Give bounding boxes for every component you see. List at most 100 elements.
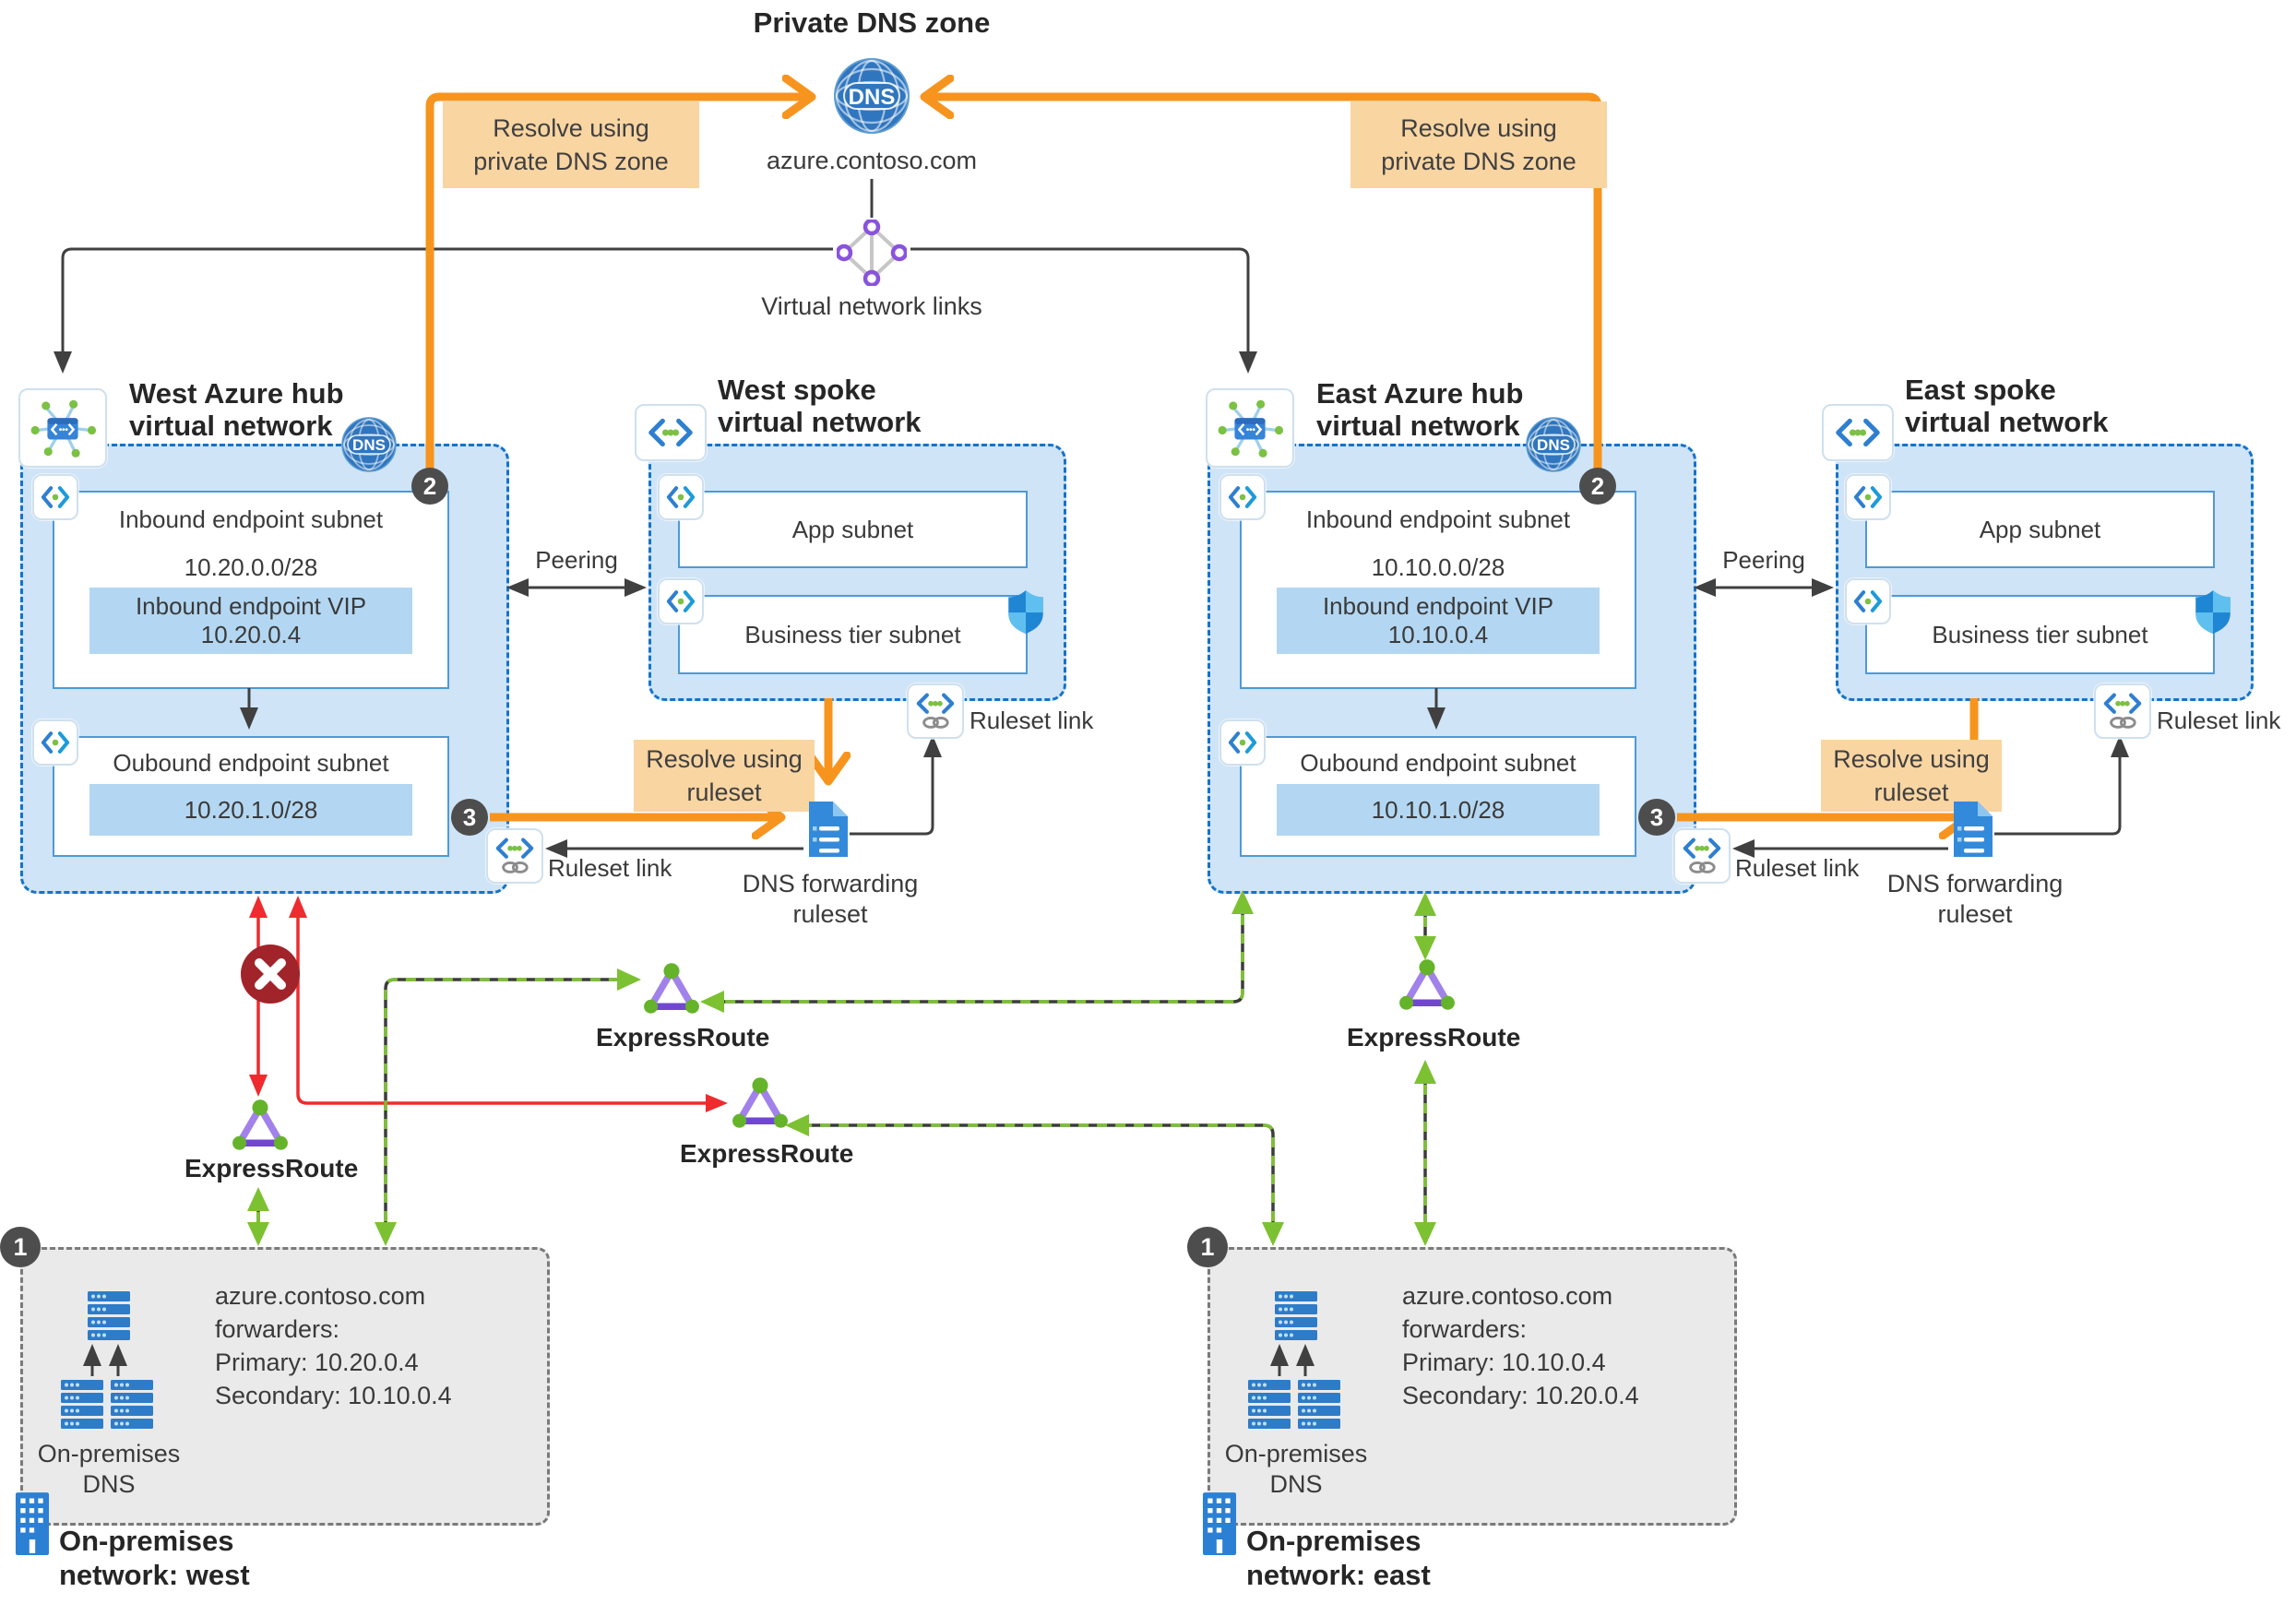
east-outbound-subnet-icon (1219, 719, 1266, 766)
east-hub-title: East Azure hub virtual network (1316, 377, 1524, 442)
east-expressroute-icon (1399, 959, 1455, 1010)
virtual-network-links-label: Virtual network links (761, 292, 982, 320)
green-onpremwest-to-mid-expressroute (375, 968, 641, 1246)
zone-domain-label: azure.contoso.com (766, 147, 978, 174)
west-inbound-cidr: 10.20.0.0/28 (184, 553, 318, 581)
mid-expressroute2-icon (732, 1077, 788, 1128)
east-step1-badge: 1 (1187, 1227, 1228, 1267)
private-dns-zone-title: Private DNS zone (753, 6, 991, 39)
west-dns-server-right-icon (111, 1380, 153, 1429)
east-hub-vnet-icon (1206, 388, 1294, 468)
west-building-icon (15, 1492, 50, 1555)
east-spoke-vnet-icon (1822, 404, 1894, 461)
east-inbound-vip-box: Inbound endpoint VIP 10.10.0.4 (1277, 588, 1600, 654)
west-dns-forwarding-ruleset-label: DNS forwarding ruleset (742, 870, 919, 928)
east-peering-label: Peering (1722, 546, 1805, 574)
virtual-network-links-icon (837, 220, 907, 286)
west-resolve-ruleset-label: Resolve using ruleset (634, 740, 815, 812)
mid-expressroute-label: ExpressRoute (596, 1023, 770, 1052)
west-vip-label: Inbound endpoint VIP (135, 592, 367, 620)
west-dns-server-top-icon (88, 1291, 130, 1340)
west-biz-subnet-box: Business tier subnet (678, 595, 1028, 674)
east-outbound-subnet-box: Oubound endpoint subnet 10.10.1.0/28 (1240, 736, 1636, 857)
east-biz-subnet-box: Business tier subnet (1865, 595, 2215, 674)
east-onprem-dns-label: On-premises DNS (1224, 1440, 1368, 1498)
east-hub-dns-badge: DNS (1526, 417, 1581, 472)
east-resolve-private-label: Resolve using private DNS zone (1350, 101, 1607, 188)
west-app-subnet-box: App subnet (678, 491, 1028, 568)
east-dns-server-left-icon (1248, 1380, 1291, 1429)
line-east-doc-to-spoke-rulesetlink (1994, 735, 2129, 836)
west-inbound-vip-box: Inbound endpoint VIP 10.20.0.4 (89, 588, 412, 654)
west-step3-badge: 3 (451, 799, 488, 836)
west-dns-forwarding-ruleset-icon (809, 802, 848, 857)
west-vip-value: 10.20.0.4 (200, 621, 302, 648)
west-hub-ruleset-link-icon (486, 828, 543, 884)
east-step2-badge: 2 (1579, 468, 1616, 505)
west-app-subnet-icon (658, 474, 704, 520)
west-onprem-network-label: On-premises network: west (59, 1525, 250, 1592)
west-app-subnet-label: App subnet (791, 515, 914, 543)
west-spoke-title: West spoke virtual network (718, 374, 922, 438)
west-forwarders-text: azure.contoso.com forwarders: Primary: 1… (215, 1282, 452, 1409)
east-dns-server-top-icon (1275, 1291, 1317, 1340)
west-hub-ruleset-link-label: Ruleset link (548, 854, 672, 882)
green-connectors (247, 890, 1436, 1246)
svg-text:DNS: DNS (849, 85, 896, 110)
west-biz-subnet-icon (658, 578, 704, 624)
west-outbound-subnet-label: Oubound endpoint subnet (113, 749, 389, 777)
green-onpremeast-to-mid-expressroute2 (785, 1114, 1284, 1246)
mid-expressroute-icon (644, 963, 699, 1014)
svg-text:DNS: DNS (1537, 436, 1570, 454)
west-shield-icon (1008, 590, 1043, 634)
east-building-icon (1202, 1492, 1237, 1555)
west-inbound-subnet-label: Inbound endpoint subnet (118, 505, 384, 533)
east-biz-subnet-icon (1845, 578, 1891, 624)
east-biz-subnet-label: Business tier subnet (1932, 620, 2148, 648)
east-onprem-network-label: On-premises network: east (1246, 1525, 1431, 1592)
east-dns-forwarding-ruleset-icon (1954, 802, 1993, 857)
east-expressroute-label: ExpressRoute (1347, 1023, 1521, 1052)
east-step3-badge: 3 (1638, 799, 1675, 836)
west-outbound-subnet-icon (32, 719, 78, 766)
east-dns-forwarding-ruleset-label: DNS forwarding ruleset (1886, 870, 2064, 928)
east-outbound-cidr-box: 10.10.1.0/28 (1277, 784, 1600, 836)
east-spoke-title: East spoke virtual network (1905, 374, 2109, 438)
east-forwarders-text: azure.contoso.com forwarders: Primary: 1… (1402, 1282, 1639, 1409)
east-hub-ruleset-link-label: Ruleset link (1735, 854, 1860, 882)
west-expressroute-label: ExpressRoute (184, 1154, 359, 1182)
west-outbound-cidr: 10.20.1.0/28 (184, 795, 318, 824)
east-app-subnet-label: App subnet (1979, 515, 2101, 543)
west-hub-vnet-icon (18, 388, 107, 468)
west-spoke-vnet-icon (635, 404, 707, 461)
west-hub-title: West Azure hub virtual network (129, 377, 344, 442)
east-inbound-cidr: 10.10.0.0/28 (1371, 553, 1505, 581)
west-outbound-cidr-box: 10.20.1.0/28 (89, 784, 412, 836)
west-step1-badge: 1 (0, 1227, 41, 1267)
east-vip-label: Inbound endpoint VIP (1322, 592, 1554, 620)
east-app-subnet-icon (1845, 474, 1891, 520)
east-spoke-ruleset-link-label: Ruleset link (2157, 707, 2281, 734)
east-dns-server-right-icon (1298, 1380, 1340, 1429)
west-onprem-dns-label: On-premises DNS (37, 1440, 181, 1498)
west-expressroute-icon (232, 1099, 288, 1150)
east-inbound-subnet-box: Inbound endpoint subnet 10.10.0.0/28 Inb… (1240, 491, 1636, 689)
blocked-x-icon (241, 945, 300, 1004)
east-shield-icon (2195, 590, 2231, 634)
west-hub-dns-badge: DNS (341, 417, 397, 472)
west-biz-subnet-label: Business tier subnet (744, 620, 961, 648)
dns-globe-icon: DNS (834, 58, 910, 134)
west-spoke-ruleset-link-label: Ruleset link (970, 707, 1094, 734)
west-step2-badge: 2 (411, 468, 448, 505)
line-west-doc-to-spoke-rulesetlink (850, 735, 942, 836)
east-app-subnet-box: App subnet (1865, 491, 2215, 568)
east-spoke-ruleset-link-icon (2094, 683, 2151, 739)
west-resolve-private-label: Resolve using private DNS zone (443, 101, 699, 188)
line-vnl-to-west-hub (54, 247, 833, 374)
east-hub-ruleset-link-icon (1673, 828, 1731, 884)
east-inbound-subnet-icon (1219, 474, 1266, 520)
west-peering-label: Peering (535, 546, 618, 574)
west-outbound-subnet-box: Oubound endpoint subnet 10.20.1.0/28 (53, 736, 449, 857)
svg-text:DNS: DNS (352, 436, 386, 454)
